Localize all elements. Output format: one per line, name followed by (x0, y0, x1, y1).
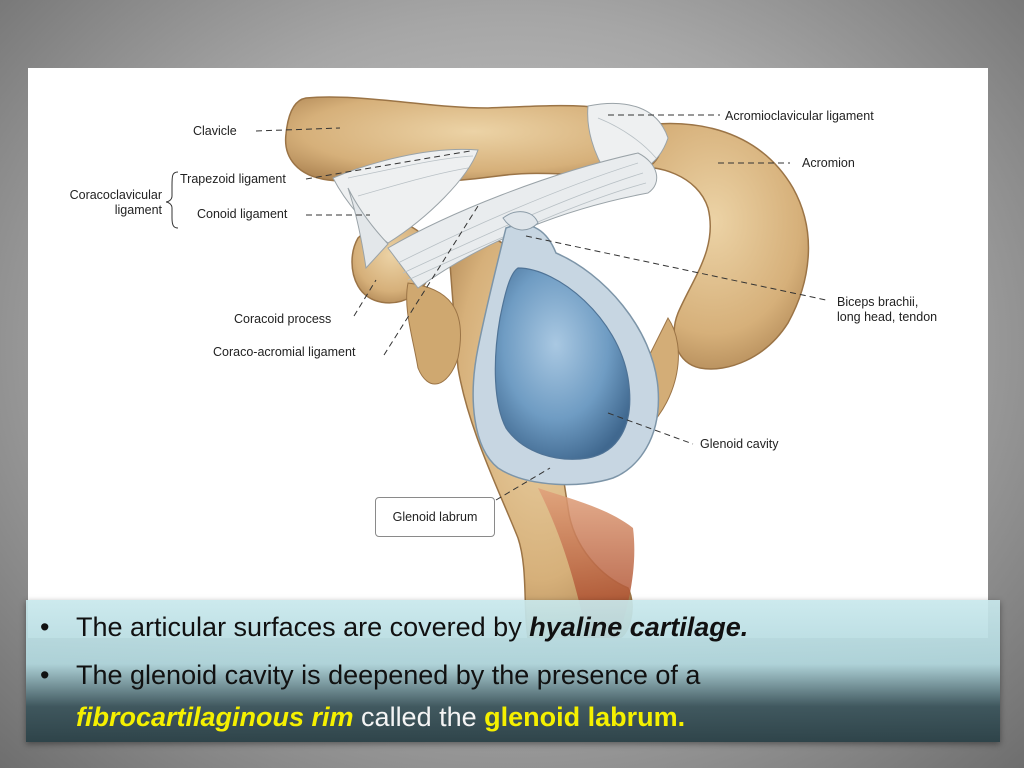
bullet-2-line1: The glenoid cavity is deepened by the pr… (76, 660, 701, 690)
conoid-ligament (347, 187, 389, 270)
glenoid-cartilage (494, 267, 631, 460)
label-clavicle: Clavicle (193, 124, 237, 138)
bullet-2-line2: fibrocartilaginous rim called the glenoi… (76, 700, 685, 734)
bullet-2-middle: called the (353, 702, 485, 732)
shoulder-illustration (165, 96, 827, 638)
acromion-bone (617, 122, 810, 370)
bullet-marker: • (40, 660, 50, 690)
bullet-2-end: . (677, 702, 686, 732)
text-panel: • The articular surfaces are covered by … (26, 600, 1000, 742)
label-biceps-brachii: Biceps brachii, (837, 295, 919, 309)
leader-lines (255, 114, 827, 501)
label-coracoid-process: Coracoid process (234, 312, 332, 326)
label-coraco-acromial-ligament: Coraco-acromial ligament (213, 345, 356, 359)
bullet-marker: • (40, 612, 50, 642)
shoulder-anatomy-figure: Clavicle Acromioclavicular ligament Acro… (28, 68, 988, 638)
coracoid-base (406, 282, 462, 385)
label-acromioclavicular-ligament: Acromioclavicular ligament (725, 109, 874, 123)
label-coracoclavicular-ligament: ligament (114, 203, 162, 217)
label-coracoclavicular: Coracoclavicular (69, 188, 162, 202)
bullet-1-part1: The articular surfaces are covered by (76, 612, 530, 642)
label-biceps-tendon: long head, tendon (837, 310, 938, 324)
coracoclavicular-brace (165, 171, 179, 229)
label-conoid-ligament: Conoid ligament (197, 207, 288, 221)
label-glenoid-labrum: Glenoid labrum (375, 497, 495, 537)
bullet-1-emphasis: hyaline cartilage. (529, 612, 749, 642)
biceps-tendon (502, 211, 539, 231)
bullet-1-text: The articular surfaces are covered by hy… (76, 610, 748, 644)
bullet-2-strong: glenoid labrum (484, 702, 678, 732)
label-acromion: Acromion (802, 156, 855, 170)
label-glenoid-cavity: Glenoid cavity (700, 437, 779, 451)
label-trapezoid-ligament: Trapezoid ligament (180, 172, 286, 186)
bullet-2-emphasis: fibrocartilaginous rim (76, 702, 354, 732)
